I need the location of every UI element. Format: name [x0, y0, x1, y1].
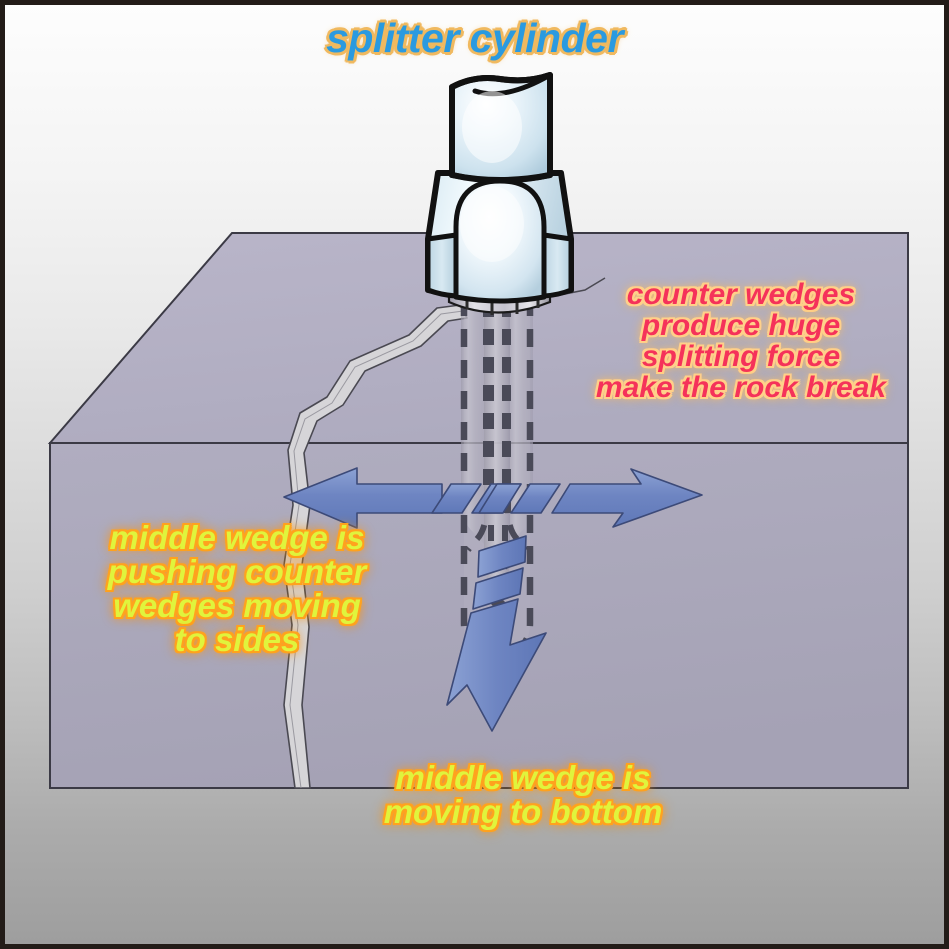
- crack-upper-band: [283, 304, 468, 789]
- arrow-right: [478, 468, 703, 528]
- arrow-down-stripe-2: [477, 535, 527, 578]
- arrow-right-head: [551, 468, 703, 528]
- arrow-right-stripe-1: [510, 483, 561, 514]
- counter-wedges-annotation: counter wedges produce huge splitting fo…: [595, 278, 887, 404]
- arrow-right-stripe-2: [478, 483, 522, 514]
- crack-center-line: [289, 310, 464, 789]
- cylinder-top-rim: [449, 72, 553, 90]
- cylinder-seam: [449, 172, 553, 184]
- artboard: splitter cylinder counter wedges produce…: [5, 5, 944, 944]
- splitter-diagram-svg: [47, 72, 909, 789]
- cylinder-side-panel-left: [425, 232, 459, 299]
- cylinder-top-rim-inner: [472, 72, 553, 97]
- middle-wedge-bottom-annotation: middle wedge is moving to bottom: [383, 759, 663, 830]
- arrow-down: [446, 535, 547, 732]
- cylinder-dome-highlight: [460, 186, 524, 262]
- middle-wedge-sides-annotation: middle wedge is pushing counter wedges m…: [107, 519, 367, 658]
- cylinder-side-panel-right: [541, 232, 574, 299]
- cylinder-inner-dome: [453, 178, 547, 304]
- arrow-left-stripe-1: [431, 483, 482, 514]
- splitter-cylinder: [425, 72, 574, 315]
- page-title: splitter cylinder: [326, 15, 623, 61]
- cylinder-highlight: [462, 91, 522, 163]
- arrow-down-stripe-1: [472, 567, 524, 610]
- arrow-down-head: [446, 598, 547, 732]
